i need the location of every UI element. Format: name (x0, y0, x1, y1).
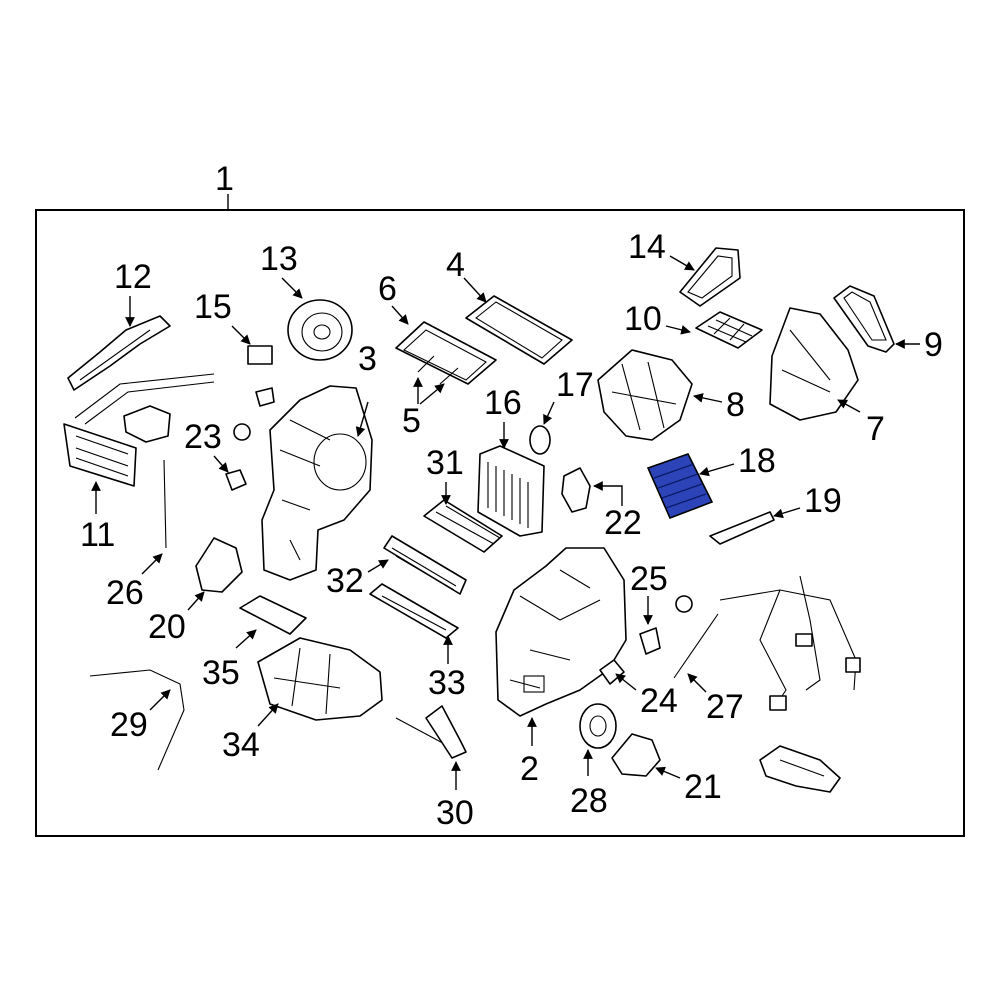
leader-6 (391, 305, 409, 325)
callout-4[interactable]: 4 (446, 246, 465, 284)
callout-5[interactable]: 5 (402, 402, 421, 440)
leader-15 (231, 325, 251, 345)
part-28-actuator-motor[interactable] (579, 703, 617, 749)
part-35-cover[interactable] (239, 595, 307, 635)
part-18-cabin-filter[interactable] (646, 453, 714, 520)
leader-19 (773, 507, 801, 519)
part-20-bracket[interactable] (195, 537, 243, 593)
part-6-filter-frame[interactable] (395, 321, 497, 385)
part-26-tube[interactable] (163, 459, 167, 549)
callout-11[interactable]: 11 (80, 516, 115, 554)
leader-34 (257, 703, 279, 727)
leader-20 (187, 591, 205, 611)
leader-24 (615, 673, 637, 691)
part-34-case-bottom[interactable] (257, 637, 383, 721)
part-24-connector[interactable] (599, 659, 625, 685)
callout-33[interactable]: 33 (428, 664, 466, 702)
leader-3 (355, 401, 369, 437)
callout-17[interactable]: 17 (556, 366, 594, 404)
leader-26 (141, 553, 163, 575)
callout-35[interactable]: 35 (202, 654, 240, 692)
part-7-duct-housing[interactable] (769, 307, 859, 421)
callout-18[interactable]: 18 (738, 442, 776, 480)
part-19-strip[interactable] (709, 511, 775, 545)
part-15-resistor[interactable] (247, 345, 273, 365)
leader-27 (687, 673, 707, 693)
part-9-seal[interactable] (833, 285, 895, 353)
part-21-actuator[interactable] (611, 733, 661, 777)
leader-13 (281, 277, 303, 299)
part-22-clip[interactable] (561, 467, 591, 513)
part-33-grille[interactable] (369, 583, 459, 639)
part-12-duct[interactable] (67, 315, 171, 391)
leader-7 (837, 399, 861, 413)
part-4-filter[interactable] (465, 295, 573, 365)
leader-17 (543, 401, 555, 425)
callout-25[interactable]: 25 (630, 560, 668, 598)
callout-23[interactable]: 23 (184, 418, 222, 456)
callout-9[interactable]: 9 (924, 326, 943, 364)
callout-19[interactable]: 19 (804, 482, 842, 520)
part-8-housing[interactable] (597, 349, 693, 441)
leader-5b (419, 383, 445, 405)
part-30-actuator[interactable] (395, 705, 467, 759)
part-duct-lower-right (759, 745, 841, 793)
leader-10 (665, 325, 691, 335)
part-2-hvac-case[interactable] (495, 547, 627, 717)
callout-13[interactable]: 13 (260, 240, 298, 278)
leader-8 (693, 393, 723, 403)
part-29-hose[interactable] (89, 669, 185, 771)
callout-8[interactable]: 8 (726, 386, 745, 424)
leader-22 (593, 481, 623, 506)
part-13-blower-motor[interactable] (287, 299, 353, 361)
part-foam-block (123, 405, 171, 443)
callout-12[interactable]: 12 (114, 258, 152, 296)
callout-16[interactable]: 16 (484, 384, 522, 422)
leader-23 (213, 455, 229, 473)
part-14-seal[interactable] (679, 247, 741, 307)
callout-31[interactable]: 31 (426, 444, 464, 482)
part-3-blower-case[interactable] (261, 385, 373, 581)
leader-18 (699, 463, 735, 477)
part-31-grille[interactable] (423, 499, 503, 553)
callout-20[interactable]: 20 (148, 608, 186, 646)
part-connector-small (255, 387, 275, 407)
part-11-heater-core[interactable] (63, 373, 215, 487)
part-23-sensor[interactable] (225, 423, 251, 491)
callout-14[interactable]: 14 (628, 228, 666, 266)
leader-21 (655, 766, 681, 779)
callout-29[interactable]: 29 (110, 706, 148, 744)
callout-1[interactable]: 1 (215, 160, 234, 198)
callout-32[interactable]: 32 (326, 562, 364, 600)
callout-34[interactable]: 34 (222, 726, 260, 764)
callout-27[interactable]: 27 (706, 688, 744, 726)
part-17-gasket[interactable] (529, 425, 551, 455)
callout-7[interactable]: 7 (866, 410, 885, 448)
leader-4 (463, 277, 487, 303)
part-16-evaporator[interactable] (477, 445, 545, 537)
callout-2[interactable]: 2 (520, 750, 539, 788)
callout-10[interactable]: 10 (624, 300, 662, 338)
assembly-frame (35, 209, 965, 837)
leader-29 (149, 689, 171, 711)
callout-24[interactable]: 24 (640, 682, 678, 720)
part-5-rods[interactable] (417, 355, 459, 385)
leader-32 (367, 559, 389, 573)
part-wiring-harness (719, 575, 861, 711)
callout-15[interactable]: 15 (194, 288, 232, 326)
callout-6[interactable]: 6 (378, 270, 397, 308)
callout-21[interactable]: 21 (684, 768, 722, 806)
leader-35 (235, 629, 257, 649)
callout-30[interactable]: 30 (436, 794, 474, 832)
callout-28[interactable]: 28 (570, 782, 608, 820)
leader-14 (669, 255, 695, 271)
part-32-filter-grid[interactable] (383, 535, 467, 595)
callout-26[interactable]: 26 (106, 574, 144, 612)
callout-3[interactable]: 3 (358, 340, 377, 378)
part-10-grid[interactable] (695, 311, 763, 349)
part-25-sensor[interactable] (639, 595, 693, 655)
part-27-tube[interactable] (673, 613, 719, 679)
callout-22[interactable]: 22 (604, 504, 642, 542)
